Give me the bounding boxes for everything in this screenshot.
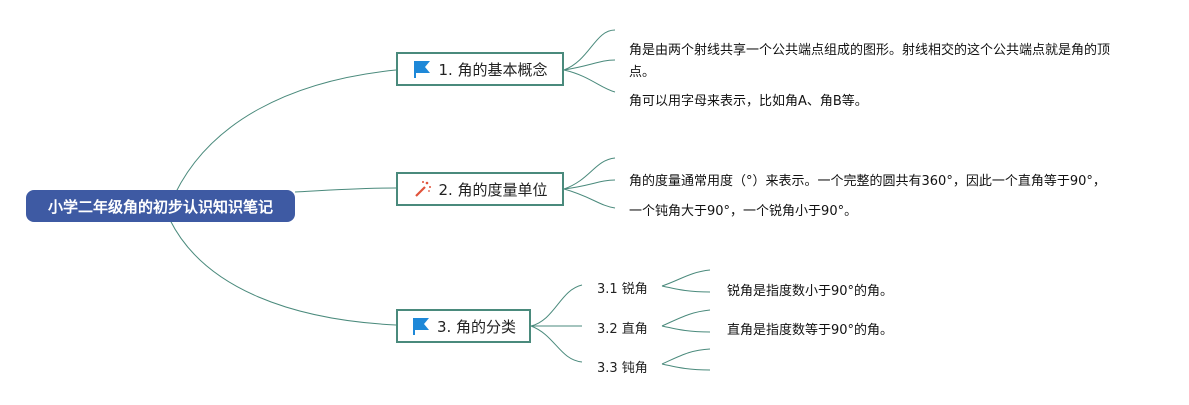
leaf-text: 角的度量通常用度（°）来表示。一个完整的圆共有360°，因此一个直角等于90°， — [629, 174, 1106, 189]
root-node[interactable]: 小学二年级角的初步认识知识笔记 — [26, 190, 295, 222]
topic-label: 3. 角的分类 — [436, 317, 517, 336]
link-root-topic3 — [169, 219, 397, 326]
leaf-text: 角是由两个射线共享一个公共端点组成的图形。射线相交的这个公共端点就是角的顶点。 — [629, 43, 1111, 80]
link-topic3-sub — [530, 284, 583, 327]
leaf-text: 直角是指度数等于90°的角。 — [727, 323, 894, 338]
leaf-text: 一个钝角大于90°，一个锐角小于90°。 — [629, 204, 858, 219]
topic-label: 1. 角的基本概念 — [438, 60, 548, 79]
leaf-text: 锐角是指度数小于90°的角。 — [727, 284, 894, 299]
magic-wand-icon — [412, 179, 432, 199]
subtopic-obtuse[interactable]: 3.3 钝角 — [597, 361, 648, 376]
topic-units[interactable]: 2. 角的度量单位 — [396, 172, 564, 206]
link-topic1-fan — [563, 29, 616, 71]
topic-basic-concepts[interactable]: 1. 角的基本概念 — [396, 52, 564, 86]
link-topic2-fan — [563, 157, 616, 190]
link-root-topic2 — [294, 187, 397, 193]
flag-icon — [412, 59, 432, 79]
leaf-text: 角可以用字母来表示，比如角A、角B等。 — [629, 94, 868, 109]
flag-icon — [411, 316, 431, 336]
subtopic-acute[interactable]: 3.1 锐角 — [597, 282, 648, 297]
link-root-topic1 — [169, 69, 397, 206]
topic-label: 2. 角的度量单位 — [438, 180, 548, 199]
subtopic-right[interactable]: 3.2 直角 — [597, 322, 648, 337]
root-label: 小学二年级角的初步认识知识笔记 — [47, 197, 273, 216]
topic-classification[interactable]: 3. 角的分类 — [396, 309, 531, 343]
